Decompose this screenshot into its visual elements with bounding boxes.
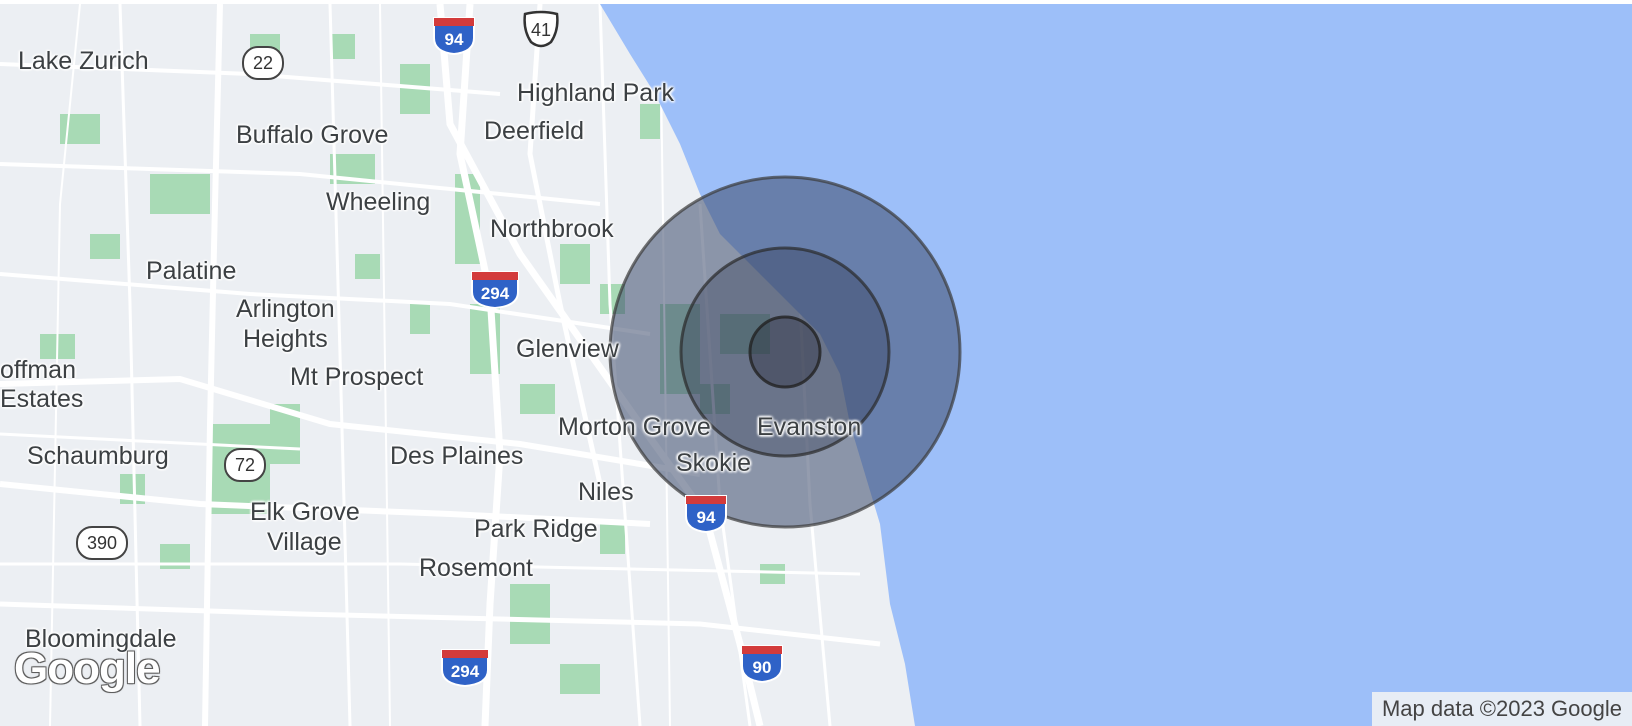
radius-ring-outer[interactable]	[608, 175, 962, 529]
city-label-schaumburg: Schaumburg	[27, 442, 169, 470]
map-canvas[interactable]: Lake Zurich Highland Park Deerfield Buff…	[0, 4, 1632, 726]
state-route-22-marker: 22	[242, 46, 284, 80]
city-label-arlington: Arlington	[236, 295, 335, 323]
interstate-294-shield-south: 294	[440, 648, 489, 688]
city-label-niles: Niles	[578, 478, 634, 506]
city-label-evanston: Evanston	[757, 413, 862, 441]
city-label-morton-grove: Morton Grove	[558, 413, 711, 441]
radius-ring-inner[interactable]	[748, 315, 822, 389]
city-label-park-ridge: Park Ridge	[474, 515, 598, 543]
us-route-41-shield: 41	[521, 10, 561, 50]
city-label-lake-zurich: Lake Zurich	[18, 47, 149, 75]
city-label-hoffman: offman	[0, 356, 76, 384]
city-label-wheeling: Wheeling	[326, 188, 431, 216]
interstate-90-shield: 90	[740, 644, 784, 684]
lake-michigan	[600, 4, 1632, 726]
city-label-des-plaines: Des Plaines	[390, 442, 524, 470]
city-label-highland-park: Highland Park	[517, 79, 675, 107]
city-label-northbrook: Northbrook	[490, 215, 614, 243]
state-route-390-marker: 390	[76, 526, 128, 560]
map-attribution[interactable]: Map data ©2023 Google	[1371, 692, 1632, 726]
interstate-94-shield-south: 94	[684, 494, 728, 534]
google-logo: Google	[14, 644, 161, 693]
state-route-72-marker: 72	[224, 448, 266, 482]
interstate-294-shield-north: 294	[470, 270, 519, 310]
city-label-deerfield: Deerfield	[484, 117, 585, 145]
city-label-rosemont: Rosemont	[419, 554, 533, 582]
road-network	[0, 4, 881, 726]
city-label-mt-prospect: Mt Prospect	[290, 363, 424, 391]
radius-rings[interactable]	[608, 175, 962, 529]
city-label-village: Village	[267, 528, 342, 556]
radius-ring-middle[interactable]	[679, 246, 891, 458]
interstate-94-shield: 94	[432, 16, 476, 56]
city-label-palatine: Palatine	[146, 257, 237, 285]
city-label-glenview: Glenview	[516, 335, 619, 363]
city-label-buffalo-grove: Buffalo Grove	[236, 121, 389, 149]
map-base-layer	[0, 4, 1632, 726]
city-label-skokie: Skokie	[676, 449, 752, 477]
city-label-elk-grove: Elk Grove	[250, 498, 360, 526]
city-label-estates: Estates	[0, 385, 84, 413]
city-label-bloomingdale: Bloomingdale	[25, 625, 177, 653]
city-label-heights: Heights	[243, 325, 328, 353]
